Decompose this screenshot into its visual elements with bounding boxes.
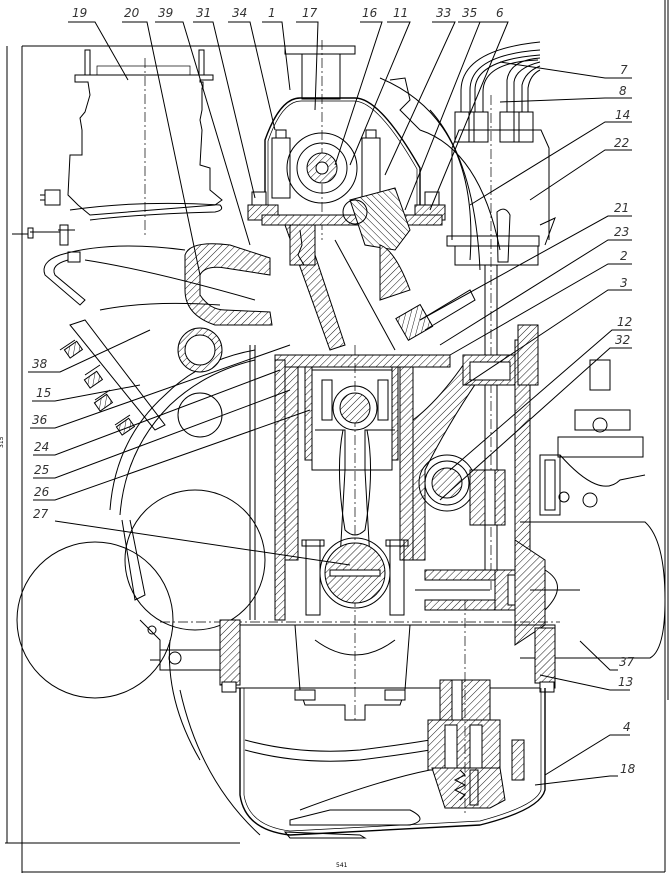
oil-pump [427, 600, 525, 815]
dimension-bottom: 541 [336, 862, 348, 869]
callouts-top: 19 20 39 31 34 1 17 16 11 33 35 6 [72, 6, 504, 20]
callout-27: 27 [33, 507, 49, 521]
valve-train [284, 187, 476, 351]
callout-8: 8 [619, 84, 627, 98]
callout-37: 37 [619, 655, 635, 669]
callout-12: 12 [617, 315, 632, 329]
callout-4: 4 [623, 720, 631, 734]
callout-39: 39 [158, 6, 173, 20]
callout-leaders [28, 21, 632, 786]
drawing-frame [5, 0, 669, 873]
callout-3: 3 [620, 276, 628, 290]
callout-35: 35 [462, 6, 477, 20]
callout-23: 23 [614, 225, 629, 239]
callout-20: 20 [124, 6, 140, 20]
oil-pump-drive [415, 539, 580, 646]
callout-25: 25 [34, 463, 49, 477]
callout-18: 18 [620, 762, 636, 776]
fuel-pump [539, 359, 646, 516]
callout-15: 15 [36, 386, 51, 400]
valve-cover [247, 40, 446, 240]
callout-7: 7 [620, 63, 628, 77]
crankshaft [301, 537, 409, 616]
callout-33: 33 [436, 6, 451, 20]
dimension-left: 315 [0, 436, 5, 448]
callout-19: 19 [72, 6, 87, 20]
callout-6: 6 [496, 6, 504, 20]
callout-34: 34 [232, 6, 247, 20]
callouts-right: 7 8 14 22 21 23 2 3 12 32 37 13 4 18 [614, 63, 636, 776]
callout-21: 21 [614, 201, 629, 215]
cylinder-block [249, 324, 539, 621]
timing-cover [16, 319, 266, 836]
callout-13: 13 [618, 675, 633, 689]
air-filter-housing [12, 49, 223, 306]
callouts-left: 38 15 36 24 25 26 27 [32, 357, 51, 521]
callout-38: 38 [32, 357, 48, 371]
auxiliary-shaft [418, 454, 506, 526]
callout-32: 32 [615, 333, 630, 347]
callout-14: 14 [615, 108, 630, 122]
callout-36: 36 [32, 413, 48, 427]
callout-2: 2 [620, 249, 628, 263]
intake-manifold [59, 243, 273, 326]
right-housing [520, 521, 666, 659]
callout-11: 11 [393, 6, 408, 20]
callout-16: 16 [362, 6, 378, 20]
callout-1: 1 [268, 6, 276, 20]
callout-17: 17 [302, 6, 318, 20]
callout-22: 22 [614, 136, 629, 150]
lower-crankcase [160, 619, 560, 721]
callout-24: 24 [34, 440, 49, 454]
oil-pan [239, 688, 546, 839]
ignition-distributor [446, 41, 556, 590]
piston [311, 345, 395, 720]
callout-31: 31 [196, 6, 211, 20]
callout-26: 26 [34, 485, 50, 499]
